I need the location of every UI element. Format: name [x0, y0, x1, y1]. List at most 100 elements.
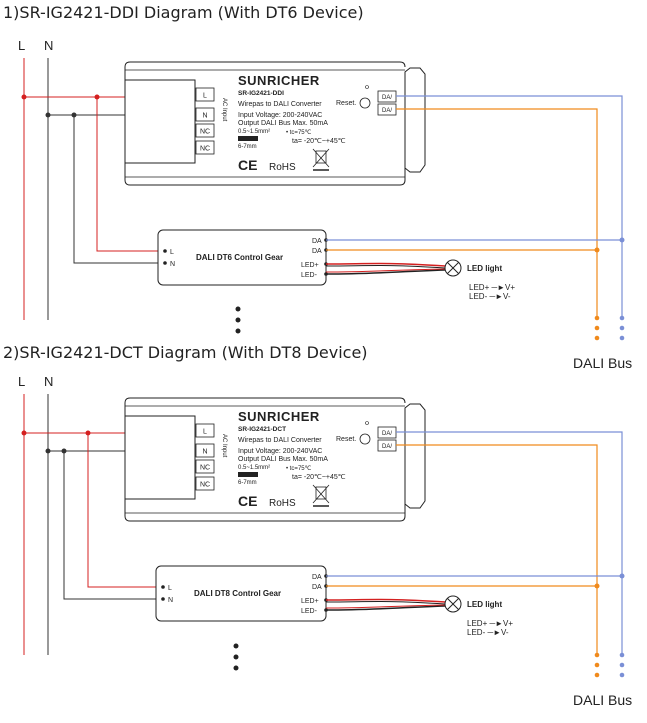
- converter-input-voltage: Input Voltage: 200-240VAC: [238, 448, 322, 455]
- junction-dot: [21, 94, 27, 100]
- led-plus-mapping: LED+ ─►V+: [469, 283, 515, 292]
- ta-rating: ta= -20℃~+45℃: [292, 138, 346, 145]
- led-plus-wire-shadow: [325, 601, 446, 605]
- terminal-nc-2-label: NC: [200, 482, 210, 489]
- mains-n-label: N: [44, 38, 53, 53]
- converter-brand: SUNRICHER: [238, 73, 320, 88]
- terminal-l-label: L: [203, 93, 207, 100]
- ta-rating: ta= -20℃~+45℃: [292, 474, 346, 481]
- junction-dot: [45, 112, 51, 118]
- dali-bus-blue-wire: [396, 95, 623, 318]
- bus-continuation-dots: [594, 652, 625, 678]
- gear-l-wire: [96, 97, 166, 252]
- led-light-label: LED light: [467, 264, 502, 273]
- terminal-da-1-label: DA/: [382, 95, 392, 101]
- reset-label: Reset.: [336, 100, 356, 107]
- section-2-heading: 2)SR-IG2421-DCT Diagram (With DT8 Device…: [3, 343, 368, 362]
- terminal-block: [124, 415, 196, 500]
- reset-button[interactable]: [359, 433, 371, 445]
- wire-strip-icon: [238, 136, 258, 141]
- terminal-l: [195, 87, 215, 102]
- led-light-label: LED light: [467, 600, 502, 609]
- gear-l-label: L: [170, 249, 174, 256]
- rohs-mark: RoHS: [269, 162, 296, 173]
- tc-rating: • tc=75℃: [286, 130, 312, 136]
- gear-da-2-label: DA: [312, 248, 322, 255]
- terminal-nc-1-label: NC: [200, 129, 210, 136]
- mains-l-label: L: [18, 38, 25, 53]
- terminal-nc-2: [195, 476, 215, 491]
- terminal-l: [195, 423, 215, 438]
- led-minus-mapping: LED- ─►V-: [467, 628, 509, 637]
- reset-button[interactable]: [359, 97, 371, 109]
- wire-gauge: 0.5~1.5mm²: [238, 129, 270, 135]
- gear-da-1-label: DA: [312, 574, 322, 581]
- converter-description: Wirepas to DALI Converter: [238, 437, 322, 444]
- junction-dot: [594, 247, 600, 253]
- gear-led-minus-label: LED-: [301, 272, 318, 279]
- section-1: 1)SR-IG2421-DDI Diagram (With DT6 Device…: [3, 3, 632, 371]
- terminal-da-1-label: DA/: [382, 431, 392, 437]
- junction-dot: [619, 237, 625, 243]
- led-minus-wire: [325, 269, 446, 275]
- terminal-n-label: N: [202, 113, 207, 120]
- converter-input-voltage: Input Voltage: 200-240VAC: [238, 112, 322, 119]
- gear-led-minus-label: LED-: [301, 608, 318, 615]
- rohs-mark: RoHS: [269, 498, 296, 509]
- continuation-dots: [235, 306, 241, 334]
- junction-dot: [45, 448, 51, 454]
- weee-bin-icon: [312, 148, 330, 171]
- gear-da-2-label: DA: [312, 584, 322, 591]
- section-2: 2)SR-IG2421-DCT Diagram (With DT8 Device…: [3, 343, 632, 708]
- gear-l-wire: [87, 433, 163, 588]
- junction-dot: [21, 430, 27, 436]
- bus-continuation-dots: [594, 315, 625, 341]
- terminal-n: [195, 443, 215, 458]
- terminal-block: [124, 79, 196, 164]
- control-gear-2: L N DALI DT8 Control Gear DA DA LED+ LED…: [155, 565, 328, 622]
- terminal-nc-1-label: NC: [200, 465, 210, 472]
- terminal-nc-1: [195, 123, 215, 138]
- mains-l-label: L: [18, 374, 25, 389]
- converter-model: SR-IG2421-DCT: [238, 426, 286, 433]
- strip-length: 6-7mm: [238, 144, 257, 150]
- led-minus-mapping: LED- ─►V-: [469, 292, 511, 301]
- gear-n-label: N: [168, 597, 173, 604]
- ce-mark: CE: [238, 157, 257, 173]
- converter-output: Output DALI Bus Max. 50mA: [238, 456, 328, 463]
- weee-bin-icon: [312, 484, 330, 507]
- gear-led-plus-label: LED+: [301, 262, 319, 269]
- converter-output: Output DALI Bus Max. 50mA: [238, 120, 328, 127]
- led-minus-wire-shadow: [325, 268, 446, 273]
- ce-mark: CE: [238, 493, 257, 509]
- gear-name: DALI DT8 Control Gear: [194, 589, 281, 598]
- ac-input-label: AC Input: [221, 434, 227, 458]
- gear-da-1-label: DA: [312, 238, 322, 245]
- dali-bus-label: DALI Bus: [573, 355, 632, 371]
- terminal-da-2-label: DA/: [382, 108, 392, 114]
- terminal-nc-2-label: NC: [200, 146, 210, 153]
- led-plus-wire: [325, 262, 446, 267]
- gear-n-wire: [63, 451, 163, 600]
- led-lamp-icon: [444, 259, 462, 277]
- converter-unit: L N NC NC AC Input SUNRICHER SR-IG2421-D…: [124, 61, 426, 186]
- terminal-nc-2: [195, 140, 215, 155]
- status-led-icon: [365, 85, 369, 89]
- mains-n-label: N: [44, 374, 53, 389]
- led-plus-wire: [325, 598, 446, 603]
- dali-bus-blue-wire: [396, 431, 623, 655]
- wire-strip-icon: [238, 472, 258, 477]
- ac-input-label: AC Input: [221, 98, 227, 122]
- terminal-n: [195, 107, 215, 122]
- gear-led-plus-label: LED+: [301, 598, 319, 605]
- gear-l-label: L: [168, 585, 172, 592]
- section-1-heading: 1)SR-IG2421-DDI Diagram (With DT6 Device…: [3, 3, 364, 22]
- junction-dot: [619, 573, 625, 579]
- terminal-l-label: L: [203, 429, 207, 436]
- converter-unit: L N NC NC AC Input SUNRICHER SR-IG2421-D…: [124, 397, 426, 522]
- gear-n-wire: [73, 115, 166, 264]
- control-gear-1: L N DALI DT6 Control Gear DA DA LED+ LED…: [157, 229, 328, 286]
- led-lamp-icon: [444, 595, 462, 613]
- status-led-icon: [365, 421, 369, 425]
